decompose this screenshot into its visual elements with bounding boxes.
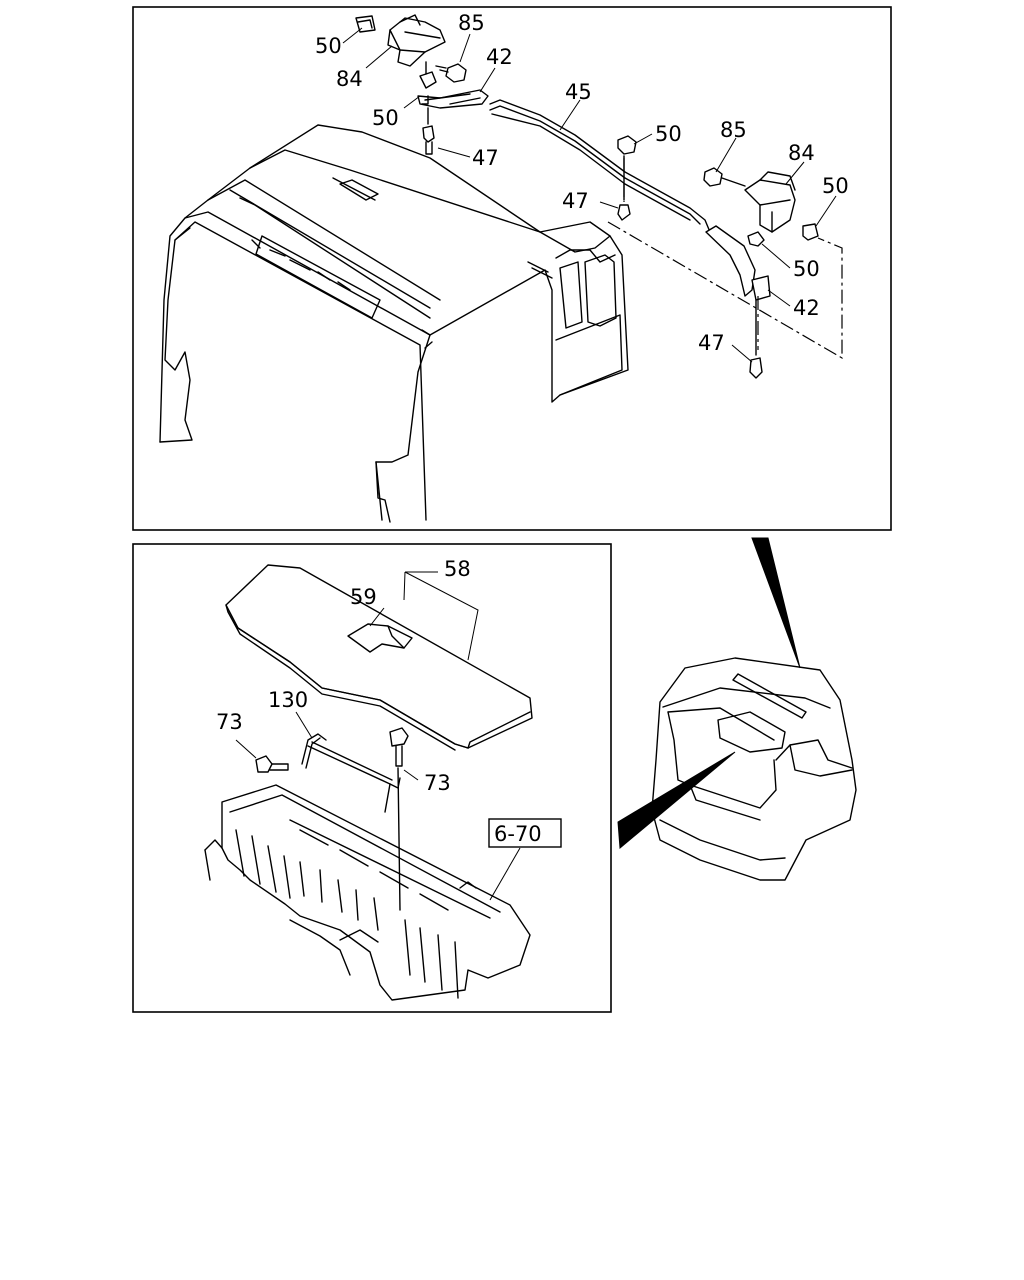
callout-50: 50 bbox=[315, 34, 342, 58]
callout-85: 85 bbox=[720, 118, 747, 142]
left-bracket-assembly bbox=[355, 14, 489, 155]
shelf-panel bbox=[225, 564, 533, 751]
callout-50: 50 bbox=[793, 257, 820, 281]
bottom-panel-frame bbox=[132, 543, 612, 1013]
callout-73: 73 bbox=[216, 710, 243, 734]
pointer-wedge-top bbox=[751, 537, 801, 669]
reference-box-frame bbox=[488, 818, 562, 848]
right-bracket-assembly bbox=[617, 135, 819, 379]
cab-roof-drawing bbox=[159, 124, 629, 523]
roof-rail bbox=[489, 99, 711, 233]
cab-floor-drawing bbox=[204, 784, 531, 1001]
callout-42: 42 bbox=[793, 296, 820, 320]
pointer-wedge-left bbox=[617, 751, 736, 850]
callout-47: 47 bbox=[472, 146, 499, 170]
callout-58: 58 bbox=[444, 557, 471, 581]
bottom-leaders bbox=[235, 571, 521, 901]
cab-overview bbox=[617, 537, 857, 881]
callout-45: 45 bbox=[565, 80, 592, 104]
callout-47: 47 bbox=[562, 189, 589, 213]
top-panel: 50 84 85 42 50 45 47 50 85 84 50 47 50 4… bbox=[132, 6, 892, 531]
callout-84: 84 bbox=[788, 141, 815, 165]
callout-50: 50 bbox=[655, 122, 682, 146]
callout-85: 85 bbox=[458, 11, 485, 35]
reference-box-label: 6-70 bbox=[494, 822, 542, 846]
callout-84: 84 bbox=[336, 67, 363, 91]
bottom-panel: 6-70 58 59 130 73 73 bbox=[132, 543, 612, 1013]
callout-50: 50 bbox=[822, 174, 849, 198]
top-panel-frame bbox=[132, 6, 892, 531]
callout-73: 73 bbox=[424, 771, 451, 795]
callout-130: 130 bbox=[268, 688, 308, 712]
callout-47: 47 bbox=[698, 331, 725, 355]
callout-42: 42 bbox=[486, 45, 513, 69]
rod-and-bolts bbox=[255, 727, 409, 911]
top-leaders bbox=[342, 27, 837, 363]
callout-50: 50 bbox=[372, 106, 399, 130]
callout-59: 59 bbox=[350, 585, 377, 609]
